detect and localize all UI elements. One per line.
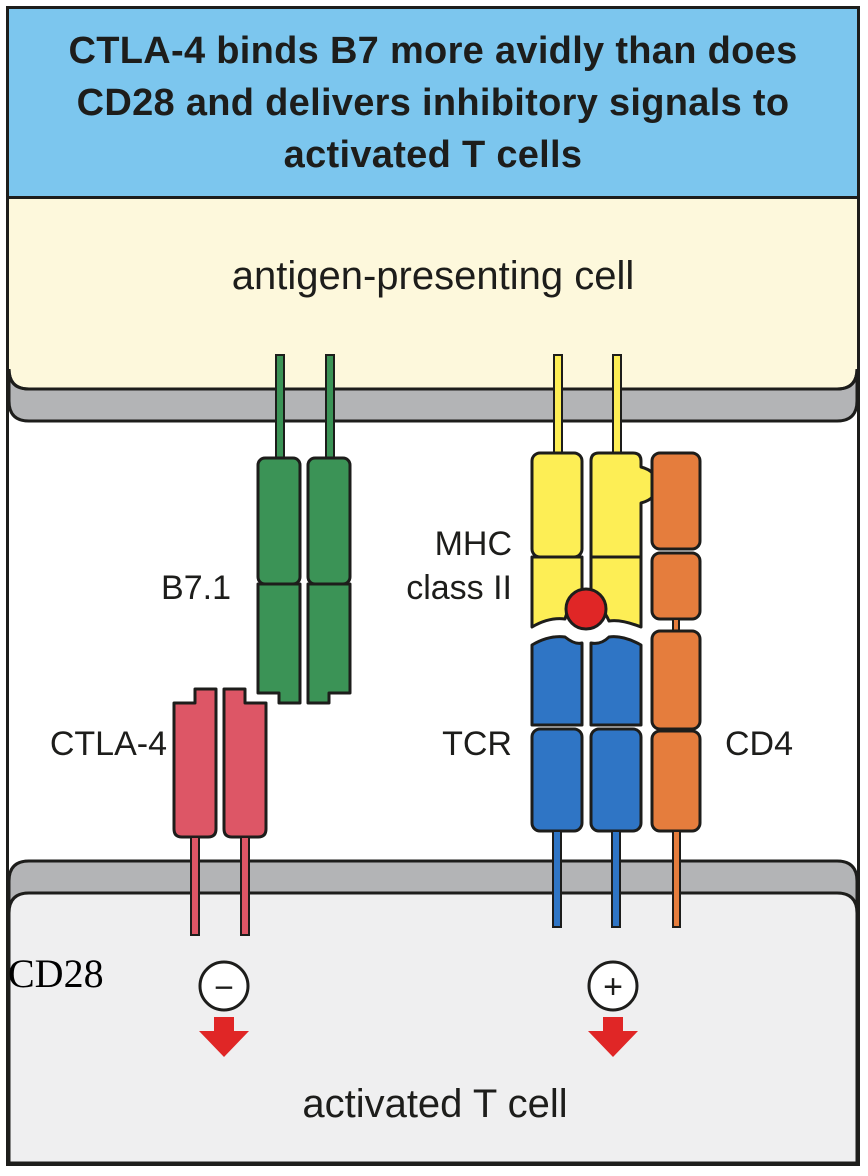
mhc-class-ii-molecule — [530, 354, 659, 631]
b7-molecule — [256, 354, 352, 705]
inhibitory-signal: − — [198, 960, 250, 1057]
apc-label: antigen-presenting cell — [232, 254, 634, 298]
arrow-down-icon — [199, 1017, 249, 1057]
minus-sign: − — [214, 969, 234, 1007]
arrow-down-icon — [588, 1017, 638, 1057]
title-banner: CTLA-4 binds B7 more avidly than does CD… — [9, 9, 857, 199]
minus-icon — [198, 960, 250, 1012]
peptide-antigen — [564, 587, 608, 631]
diagram-frame: − + antigen-presenting cell activated T … — [6, 6, 860, 1166]
b7-label: B7.1 — [161, 569, 231, 607]
page-title: CTLA-4 binds B7 more avidly than does CD… — [68, 29, 798, 176]
cd4-label: CD4 — [725, 725, 793, 763]
tcr-label: TCR — [442, 725, 512, 763]
cd28-label: CD28 — [8, 951, 104, 996]
diagram-canvas: − + antigen-presenting cell activated T … — [9, 194, 857, 1163]
plus-icon — [587, 960, 639, 1012]
tcell-label: activated T cell — [302, 1082, 567, 1126]
apc-cell — [9, 194, 857, 389]
tcr-molecule — [530, 635, 643, 928]
plus-sign: + — [603, 968, 623, 1006]
ctla4-label: CTLA-4 — [50, 725, 167, 763]
ctla4-molecule — [172, 687, 268, 936]
cd4-molecule — [650, 451, 702, 928]
activating-signal: + — [587, 960, 639, 1057]
mhc-label-line1: MHC — [435, 525, 512, 563]
mhc-label-line2: class II — [406, 569, 512, 607]
